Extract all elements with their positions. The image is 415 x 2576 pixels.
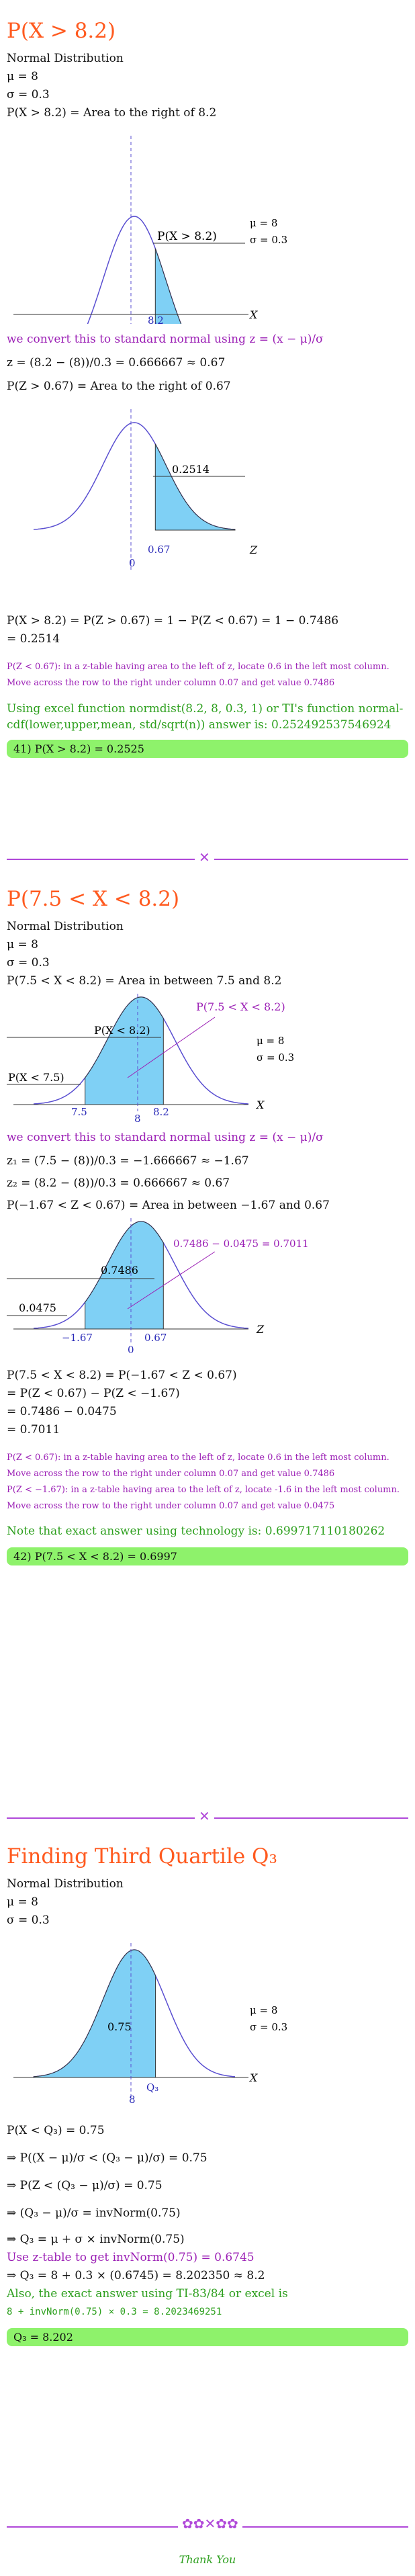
step-9: 8 + invNorm(0.75) × 0.3 = 8.2023469251 (7, 2307, 222, 2317)
label-small: 0.0475 (19, 1301, 56, 1314)
axis-label: Z (250, 544, 258, 556)
ztable-note: P(Z < 0.67): in a z-table having area to… (7, 662, 389, 688)
area-statement-2: P(Z > 0.67) = Area to the right of 0.67 (7, 380, 231, 393)
step-3: ⇒ P(Z < (Q₃ − μ)/σ) = 0.75 (7, 2179, 163, 2192)
mean-label: μ = 8 (7, 1895, 38, 1909)
equation-1: P(7.5 < X < 8.2) = P(−1.67 < Z < 0.67) (7, 1369, 237, 1382)
area-statement-2: P(−1.67 < Z < 0.67) = Area in between −1… (7, 1199, 330, 1212)
part1-title: P(X > 8.2) (7, 19, 116, 43)
sigma-label: σ = 0.3 (7, 1914, 50, 1927)
area-statement: P(7.5 < X < 8.2) = Area in between 7.5 a… (7, 974, 282, 988)
shaded-area (85, 996, 164, 1105)
graph-label: P(X > 8.2) (157, 230, 217, 243)
excel-note: Using excel function normdist(8.2, 8, 0.… (7, 702, 404, 732)
label-between: P(7.5 < X < 8.2) (196, 1000, 285, 1013)
normal-graph-3: P(X < 8.2) P(X < 7.5) P(7.5 < X < 8.2) μ… (7, 994, 294, 1118)
tick-a: −1.67 (62, 1332, 93, 1344)
dist-label: Normal Distribution (7, 1877, 124, 1891)
step-4: ⇒ (Q₃ − μ)/σ = invNorm(0.75) (7, 2206, 181, 2220)
step-6: Use z-table to get invNorm(0.75) = 0.674… (7, 2251, 255, 2264)
shaded-area (85, 1221, 164, 1330)
ztable-note-1: P(Z < 0.67): in a z-table having area to… (7, 1453, 389, 1479)
normal-graph-1: P(X > 8.2) μ = 8 σ = 0.3 8 8.2 X (13, 136, 287, 324)
pointer-between (127, 1251, 216, 1310)
axis-label: X (255, 1099, 265, 1111)
label-big: 0.7486 (101, 1264, 138, 1277)
normal-graph-2: 0.2514 (33, 409, 245, 570)
graph-label: 0.75 (107, 2020, 132, 2033)
tick-q3: Q₃ (146, 2081, 158, 2094)
shaded-area (154, 443, 236, 531)
step-2: ⇒ P((X − μ)/σ < (Q₃ − μ)/σ) = 0.75 (7, 2151, 208, 2165)
shaded-area (33, 1949, 156, 2078)
sigma-label: σ = 0.3 (7, 956, 50, 970)
divider-ornament: ✕ (195, 849, 214, 865)
label-left-small: P(X < 7.5) (8, 1071, 64, 1084)
tick-mean: 8 (129, 2094, 136, 2106)
thank-you: Thank You (179, 2553, 236, 2566)
divider-ornament: ✕ (195, 1808, 214, 1824)
z2-calc: z₂ = (8.2 − (8))/0.3 = 0.666667 ≈ 0.67 (7, 1176, 230, 1190)
z1-calc: z₁ = (7.5 − (8))/0.3 = −1.666667 ≈ −1.67 (7, 1154, 249, 1168)
graph-sigma: σ = 0.3 (250, 2021, 287, 2033)
graph-sigma: σ = 0.3 (257, 1051, 294, 1064)
mean-label: μ = 8 (7, 938, 38, 951)
tick-mean: 8 (134, 1113, 141, 1125)
normal-graph-5: 0.75 μ = 8 σ = 0.3 8 Q₃ X (13, 1943, 287, 2106)
ztable-note-2: P(Z < −1.67): in a z-table having area t… (7, 1485, 400, 1511)
tick-mean: 0 (128, 1344, 134, 1356)
tick-a: 7.5 (71, 1106, 87, 1118)
label-left-big: P(X < 8.2) (94, 1024, 150, 1037)
graph-value: 0.2514 (172, 463, 210, 476)
tick-b: 0.67 (144, 1332, 167, 1344)
answer-box: 42) P(7.5 < X < 8.2) = 0.6997 (7, 1547, 408, 1565)
z-calc: z = (8.2 − (8))/0.3 = 0.666667 ≈ 0.67 (7, 356, 226, 370)
bell-curve (87, 216, 182, 324)
convert-note: we convert this to standard normal using… (7, 333, 324, 346)
part3-title: Finding Third Quartile Q₃ (7, 1844, 277, 1869)
part3: Finding Third Quartile Q₃ Normal Distrib… (0, 1844, 415, 2353)
equation-1: P(X > 8.2) = P(Z > 0.67) = 1 − P(Z < 0.6… (7, 614, 339, 628)
answer-box: Q₃ = 8.202 (7, 2328, 408, 2346)
step-7: ⇒ Q₃ = 8 + 0.3 × (0.6745) = 8.202350 ≈ 8… (7, 2269, 265, 2282)
tech-note: Note that exact answer using technology … (7, 1525, 385, 1538)
step-1: P(X < Q₃) = 0.75 (7, 2124, 105, 2137)
tick-mean: 0 (129, 557, 136, 569)
divider-ornament: ✿✿✕✿✿ (178, 2516, 242, 2532)
part1: P(X > 8.2) Normal Distribution μ = 8 σ =… (0, 19, 415, 765)
equation-4: = 0.7011 (7, 1423, 60, 1436)
mean-label: μ = 8 (7, 70, 38, 83)
dist-label: Normal Distribution (7, 920, 124, 933)
answer-box: 41) P(X > 8.2) = 0.2525 (7, 740, 408, 758)
graph-mu: μ = 8 (250, 217, 277, 229)
graph-mu: μ = 8 (257, 1035, 284, 1047)
part2: P(7.5 < X < 8.2) Normal Distribution μ =… (0, 887, 415, 1572)
dist-label: Normal Distribution (7, 52, 124, 65)
tick-b: 8.2 (153, 1106, 169, 1118)
sigma-label: σ = 0.3 (7, 88, 50, 101)
tick-x: 8.2 (148, 314, 164, 324)
graph-sigma: σ = 0.3 (250, 234, 287, 246)
step-8: Also, the exact answer using TI-83/84 or… (7, 2287, 288, 2301)
equation-3: = 0.7486 − 0.0475 (7, 1405, 117, 1418)
axis-label: Z (256, 1323, 265, 1336)
axis-label: X (248, 308, 258, 321)
tick-x: 0.67 (148, 544, 171, 556)
normal-graph-4: 0.7486 0.0475 0.7486 − 0.0475 = 0.7011 −… (7, 1218, 309, 1356)
label-between: 0.7486 − 0.0475 = 0.7011 (173, 1238, 309, 1250)
equation-2: = 0.2514 (7, 632, 60, 646)
graph-mu: μ = 8 (250, 2004, 277, 2016)
area-statement: P(X > 8.2) = Area to the right of 8.2 (7, 106, 217, 120)
convert-note: we convert this to standard normal using… (7, 1131, 324, 1144)
pointer-between (127, 1017, 216, 1078)
axis-label: X (248, 2071, 258, 2084)
shaded-area (154, 248, 182, 324)
equation-2: = P(Z < 0.67) − P(Z < −1.67) (7, 1387, 180, 1400)
step-5: ⇒ Q₃ = μ + σ × invNorm(0.75) (7, 2233, 185, 2246)
part2-title: P(7.5 < X < 8.2) (7, 887, 180, 911)
